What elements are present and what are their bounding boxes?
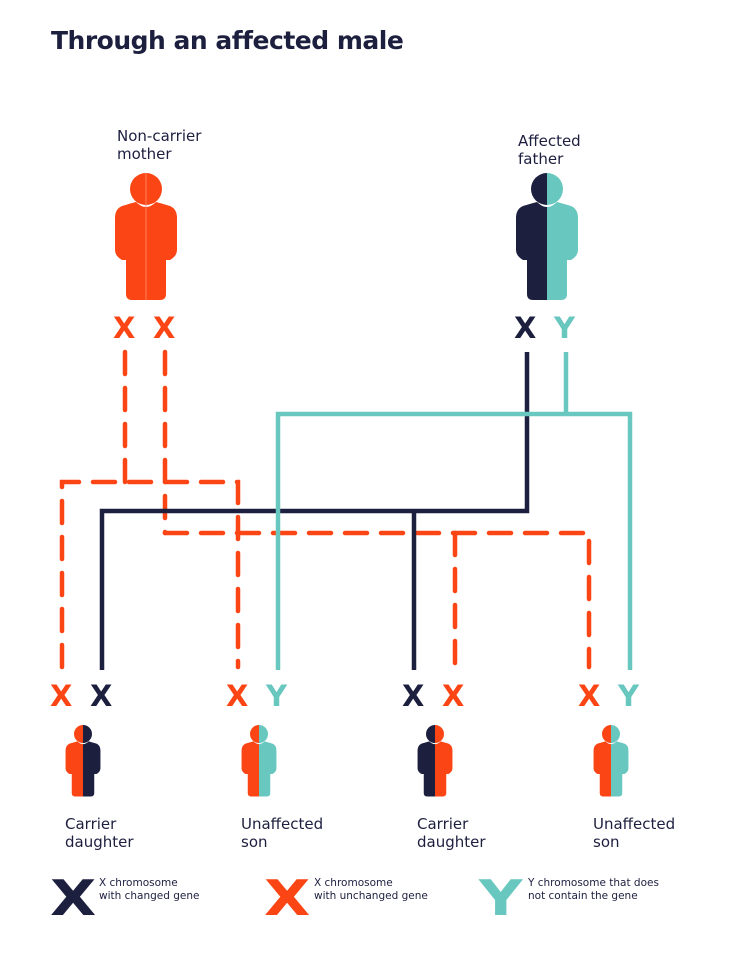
legend-text-unchanged-x: X chromosome with unchanged gene xyxy=(314,877,428,903)
legend-text-y: Y chromosome that does not contain the g… xyxy=(528,877,659,903)
child4-label-line1: Unaffected xyxy=(593,815,676,833)
mother-x2-branch xyxy=(162,530,592,670)
changed-x-icon: X xyxy=(50,869,97,928)
child3-label-line1: Carrier xyxy=(417,815,469,833)
child1-label: Carrier daughter xyxy=(65,815,134,851)
father-label: Affected father xyxy=(518,132,581,168)
father-person-icon xyxy=(516,173,578,300)
child3-chromosome-1: X xyxy=(402,679,425,713)
father-x-line xyxy=(99,352,530,670)
legend-2-line2: not contain the gene xyxy=(528,890,638,902)
unchanged-x-icon: X xyxy=(264,869,311,928)
child2-label: Unaffected son xyxy=(241,815,323,851)
diagram-title: Through an affected male xyxy=(51,26,404,55)
mother-chromosome-1: X xyxy=(113,311,136,345)
mother-person-icon xyxy=(115,173,177,300)
child4-label-line2: son xyxy=(593,833,620,851)
father-chromosome-1: X xyxy=(514,311,537,345)
father-y-branch xyxy=(275,411,633,670)
child4-person-icon xyxy=(593,725,629,797)
mother-label: Non-carrier mother xyxy=(117,127,201,163)
child2-label-line1: Unaffected xyxy=(241,815,324,833)
child1-label-line2: daughter xyxy=(65,833,134,851)
father-chromosome-2: Y xyxy=(554,311,575,345)
child1-person-icon xyxy=(65,725,101,797)
child3-label: Carrier daughter xyxy=(417,815,486,851)
child3-person-icon xyxy=(417,725,453,797)
mother-chromosome-2: X xyxy=(153,311,176,345)
child2-person-icon xyxy=(241,725,277,797)
mother-x1-branch xyxy=(59,479,241,670)
father-label-line2: father xyxy=(518,150,564,168)
child4-chromosome-2: Y xyxy=(618,679,639,713)
child4-chromosome-1: X xyxy=(578,679,601,713)
child1-label-line1: Carrier xyxy=(65,815,117,833)
y-chromosome-icon: Y xyxy=(479,869,523,928)
legend-0-line1: X chromosome xyxy=(99,877,178,889)
legend-text-changed-x: X chromosome with changed gene xyxy=(99,877,200,903)
mother-label-line2: mother xyxy=(117,145,172,163)
child1-chromosome-1: X xyxy=(50,679,73,713)
child3-chromosome-2: X xyxy=(442,679,465,713)
legend-1-line1: X chromosome xyxy=(314,877,393,889)
mother-label-line1: Non-carrier xyxy=(117,127,202,145)
child1-chromosome-2: X xyxy=(90,679,113,713)
child4-label: Unaffected son xyxy=(593,815,675,851)
legend-2-line1: Y chromosome that does xyxy=(528,877,659,889)
legend-1-line2: with unchanged gene xyxy=(314,890,428,902)
father-label-line1: Affected xyxy=(518,132,581,150)
child2-chromosome-2: Y xyxy=(266,679,287,713)
child2-label-line2: son xyxy=(241,833,268,851)
child3-label-line2: daughter xyxy=(417,833,486,851)
child2-chromosome-1: X xyxy=(226,679,249,713)
legend-0-line2: with changed gene xyxy=(99,890,200,902)
